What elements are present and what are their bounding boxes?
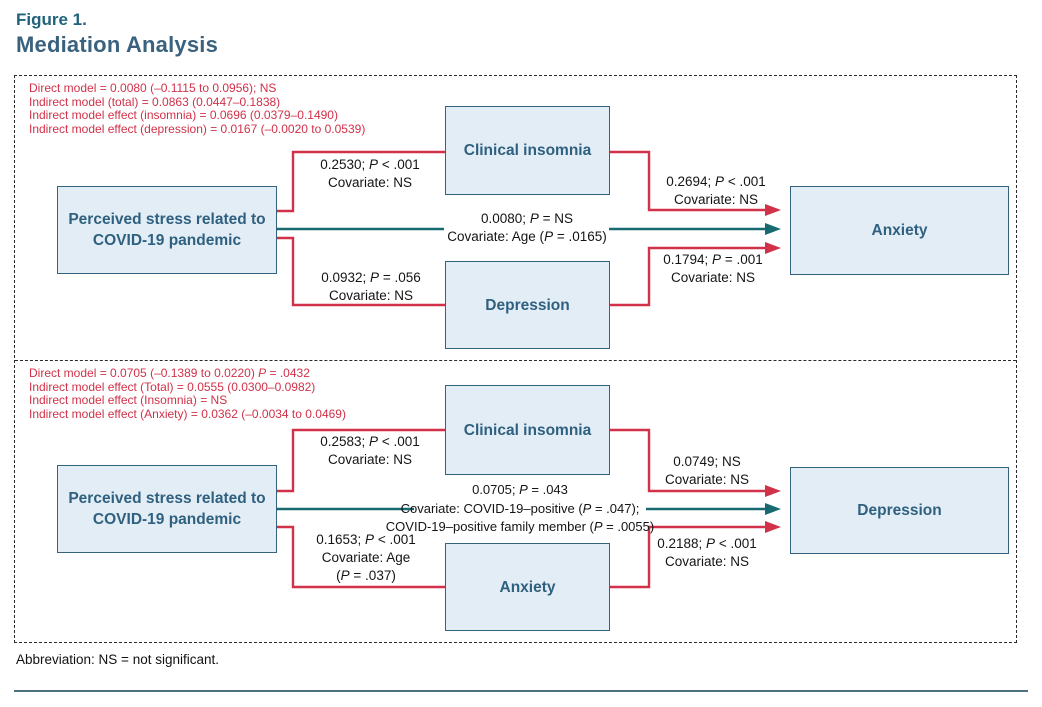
stat-line: Indirect model effect (Anxiety) = 0.0362… xyxy=(29,406,346,421)
label-stress-insomnia: 0.2530; P < .001 Covariate: NS xyxy=(320,157,420,190)
label-depression-anxiety: 0.1794; P = .001 Covariate: NS xyxy=(663,252,763,285)
label-insomnia-anxiety: 0.2694; P < .001 Covariate: NS xyxy=(666,174,766,207)
label-anxiety-depression: 0.2188; P < .001 Covariate: NS xyxy=(657,536,757,569)
stat-line: Indirect model effect (Total) = 0.0555 (… xyxy=(29,379,316,394)
box-perceived-stress: Perceived stress related to COVID-19 pan… xyxy=(57,465,277,553)
model-stats-top: Direct model = 0.0080 (–0.1115 to 0.0956… xyxy=(29,81,366,136)
stat-line: Direct model = 0.0080 (–0.1115 to 0.0956… xyxy=(29,81,277,95)
box-anxiety-mediator: Anxiety xyxy=(445,543,610,631)
box-clinical-insomnia: Clinical insomnia xyxy=(445,385,610,475)
path-stress-to-insomnia xyxy=(277,428,447,493)
path-diagram-bottom xyxy=(277,428,781,589)
figure-title: Mediation Analysis xyxy=(16,32,219,57)
box-depression-mediator: Depression xyxy=(445,261,610,349)
arrowhead-insomnia-depression xyxy=(765,485,781,497)
path-insomnia-to-depression xyxy=(608,428,765,493)
path-stress-to-anxiety xyxy=(277,525,447,589)
label-stress-anxiety: 0.1653; P < .001 Covariate: Age (P = .03… xyxy=(316,532,416,583)
arrowhead-direct-depression xyxy=(765,503,781,515)
label-stress-insomnia: 0.2583; P < .001 Covariate: NS xyxy=(320,434,420,467)
label-direct-effect: 0.0080; P = NS Covariate: Age (P = .0165… xyxy=(447,211,607,244)
arrowhead-anxiety-depression xyxy=(765,521,781,533)
path-anxiety-to-depression xyxy=(608,525,765,589)
arrowhead-direct-anxiety xyxy=(765,223,781,235)
stat-line: Indirect model effect (depression) = 0.0… xyxy=(29,121,366,136)
stat-line: Indirect model (total) = 0.0863 (0.0447–… xyxy=(29,94,281,109)
panel-anxiety-model: Direct model = 0.0080 (–0.1115 to 0.0956… xyxy=(15,76,1016,361)
path-diagram-top xyxy=(277,150,781,307)
box-anxiety-outcome: Anxiety xyxy=(790,186,1009,275)
box-depression-outcome: Depression xyxy=(790,467,1009,554)
mediation-figure: Direct model = 0.0080 (–0.1115 to 0.0956… xyxy=(14,75,1017,643)
stat-line: Direct model = 0.0705 (–0.1389 to 0.0220… xyxy=(29,366,310,380)
abbreviation-note: Abbreviation: NS = not significant. xyxy=(16,652,219,667)
model-stats-bottom: Direct model = 0.0705 (–0.1389 to 0.0220… xyxy=(29,366,346,421)
box-perceived-stress: Perceived stress related to COVID-19 pan… xyxy=(57,186,277,274)
label-insomnia-depression: 0.0749; NS Covariate: NS xyxy=(664,454,750,487)
arrowhead-depression-anxiety xyxy=(765,242,781,254)
path-stress-to-insomnia xyxy=(277,150,447,213)
path-depression-to-anxiety xyxy=(608,246,765,307)
arrowhead-insomnia-anxiety xyxy=(765,204,781,216)
panel-depression-model: Direct model = 0.0705 (–0.1389 to 0.0220… xyxy=(15,361,1016,642)
path-insomnia-to-anxiety xyxy=(608,150,765,212)
label-direct-effect: 0.0705; P = .043 Covariate: COVID-19–pos… xyxy=(385,482,655,534)
path-stress-to-depression xyxy=(277,236,447,307)
bottom-divider xyxy=(14,690,1028,692)
label-stress-depression: 0.0932; P = .056 Covariate: NS xyxy=(321,270,421,303)
figure-label: Figure 1. xyxy=(16,10,87,29)
stat-line: Indirect model effect (insomnia) = 0.069… xyxy=(29,108,338,123)
box-clinical-insomnia: Clinical insomnia xyxy=(445,106,610,195)
stat-line: Indirect model effect (Insomnia) = NS xyxy=(29,393,228,408)
